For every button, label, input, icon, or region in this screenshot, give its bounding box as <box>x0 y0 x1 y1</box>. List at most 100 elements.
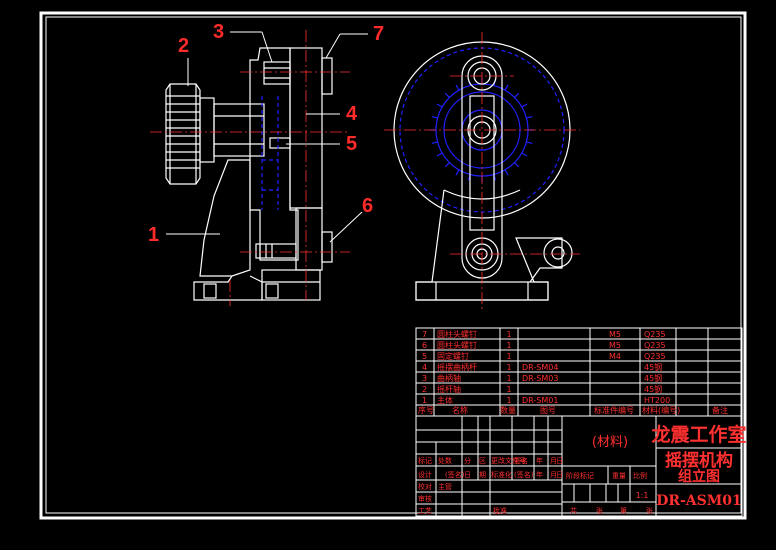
gear-tooth <box>455 84 460 91</box>
bom-header-name: 名称 <box>452 405 468 415</box>
bom-row-material: Q235 <box>644 352 666 361</box>
drawing-title-2: 组立图 <box>678 468 720 485</box>
bom-header-note: 备注 <box>712 405 728 415</box>
rev-header: 月 <box>550 457 557 465</box>
screw-part-6 <box>255 243 297 259</box>
bom-row-no: 4 <box>422 363 427 372</box>
label-check: 校对 <box>418 482 432 491</box>
design-row-label: (签名) <box>514 470 534 479</box>
title-block-labels: 标记处数分区更改文件号签名年月日设计(签名)日期标准化(签名)年月日校对主管审核… <box>418 456 653 515</box>
bom-row-name: 圆柱头螺钉 <box>437 340 477 350</box>
gear-tooth <box>436 103 443 108</box>
studio-name: 龙震工作室 <box>651 423 746 446</box>
drawing-frame-inner <box>45 16 742 514</box>
bom-row-name: 曲柄轴 <box>437 373 461 383</box>
bom-row-qty: 1 <box>506 341 511 350</box>
rev-header: 处数 <box>438 456 452 465</box>
material-label: (材料) <box>592 435 628 450</box>
sheet-label: 张 <box>596 506 603 515</box>
bom-row-material: 45钢 <box>644 362 662 372</box>
bom-row-code: DR-SM01 <box>522 396 558 405</box>
front-view-centerlines <box>384 32 580 310</box>
knob-part-2 <box>165 83 215 185</box>
callout-4: 4 <box>346 103 358 125</box>
gear-tooth <box>431 115 438 119</box>
drawing-title-1: 摇摆机构 <box>665 450 733 471</box>
gear-tooth <box>526 141 533 145</box>
bom-header-std: 标准件编号 <box>594 405 634 415</box>
gear-tooth <box>444 92 450 98</box>
bom-row-qty: 1 <box>506 352 511 361</box>
crank-plate-part-4 <box>289 47 333 271</box>
bom-row-material: Q235 <box>644 330 666 339</box>
bom-row-name: 主体 <box>437 395 453 405</box>
label-process: 工艺 <box>418 507 432 515</box>
bom-row-name: 摇摆曲柄杆 <box>437 362 477 372</box>
bom-header-qty: 数量 <box>500 405 516 415</box>
rev-header: 年 <box>536 456 543 465</box>
rev-header: 标记 <box>418 456 432 465</box>
bom-header-material: 材料(编号) <box>642 405 680 415</box>
rev-header: 分 <box>464 456 471 465</box>
bom-row-no: 7 <box>422 330 427 339</box>
gear-tooth <box>521 152 528 157</box>
screw-part-5 <box>269 137 291 149</box>
gear-tooth <box>455 169 460 176</box>
rev-header: 签名 <box>514 456 528 465</box>
callout-2: 2 <box>178 35 189 57</box>
bom-row-qty: 1 <box>506 374 511 383</box>
gear-tooth <box>521 103 528 108</box>
side-view-centerlines <box>150 30 350 306</box>
stage-header: 重量 <box>612 472 626 480</box>
gear-tooth <box>436 152 443 157</box>
bom-row-material: 45钢 <box>644 384 662 394</box>
bom-row-material: 45钢 <box>644 373 662 383</box>
drawing-frame-outer <box>39 11 747 520</box>
callout-7: 7 <box>373 23 384 45</box>
bom-row-no: 6 <box>422 341 427 350</box>
label-review: 审核 <box>418 494 432 503</box>
bom-row-code: DR-SM04 <box>522 363 558 372</box>
label-approve: 批准 <box>493 506 507 515</box>
bom-row-qty: 1 <box>506 396 511 405</box>
bom-row-spec: M4 <box>609 352 621 361</box>
bom-row-name: 摇杆轴 <box>437 384 461 394</box>
title-block <box>415 415 743 517</box>
gear-tooth <box>514 92 520 98</box>
callout-1: 1 <box>148 224 159 246</box>
callout-5: 5 <box>346 133 357 155</box>
gear-tooth <box>431 141 438 145</box>
design-row-label: 年 <box>536 470 543 479</box>
bom-row-qty: 1 <box>506 330 511 339</box>
gear-tooth <box>504 169 509 176</box>
bom-row-code: DR-SM03 <box>522 374 558 383</box>
bom-row-no: 1 <box>422 396 427 405</box>
gear-tooth <box>514 162 520 168</box>
bom-row-name: 固定螺钉 <box>437 351 469 361</box>
bom-header-code: 图号 <box>540 406 556 415</box>
sheet-label: 张 <box>646 506 653 515</box>
bom-row-no: 3 <box>422 374 427 383</box>
callout-3: 3 <box>213 21 224 43</box>
rev-header: 日 <box>556 457 563 465</box>
gear-tooth <box>504 84 509 91</box>
bom-row-no: 5 <box>422 352 427 361</box>
screw-part-3 <box>263 61 291 85</box>
bom-header-no: 序号 <box>418 405 434 415</box>
design-row-label: 日 <box>464 471 471 479</box>
gear-tooth <box>526 115 533 119</box>
design-row-label: 日 <box>556 471 563 479</box>
design-row-label: 标准化 <box>491 470 512 479</box>
gear-tooth <box>444 162 450 168</box>
design-row-label: 期 <box>479 471 486 479</box>
design-row-label: 月 <box>550 471 557 479</box>
stage-header: 阶段标记 <box>566 471 594 480</box>
sheet-label: 第 <box>620 506 627 515</box>
drawing-number: DR-ASM01 <box>656 493 742 509</box>
label-chief: 主管 <box>438 482 452 491</box>
bom-row-qty: 1 <box>506 363 511 372</box>
rev-header: 更改文件号 <box>491 456 526 465</box>
